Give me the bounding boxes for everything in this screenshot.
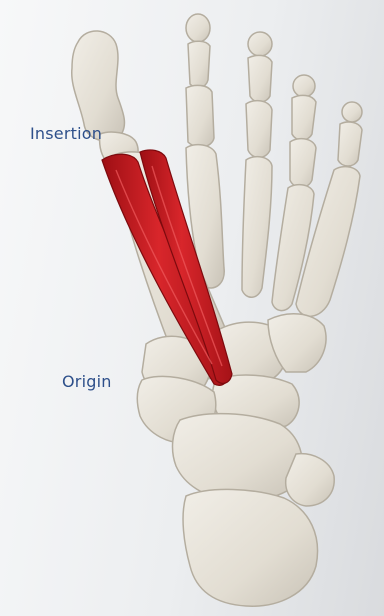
- insertion-label: Insertion: [30, 124, 102, 143]
- third-toe-bones: [242, 32, 272, 297]
- origin-label: Origin: [62, 372, 112, 391]
- hindfoot-bones: [173, 414, 335, 607]
- big-toe-bones: [72, 31, 138, 166]
